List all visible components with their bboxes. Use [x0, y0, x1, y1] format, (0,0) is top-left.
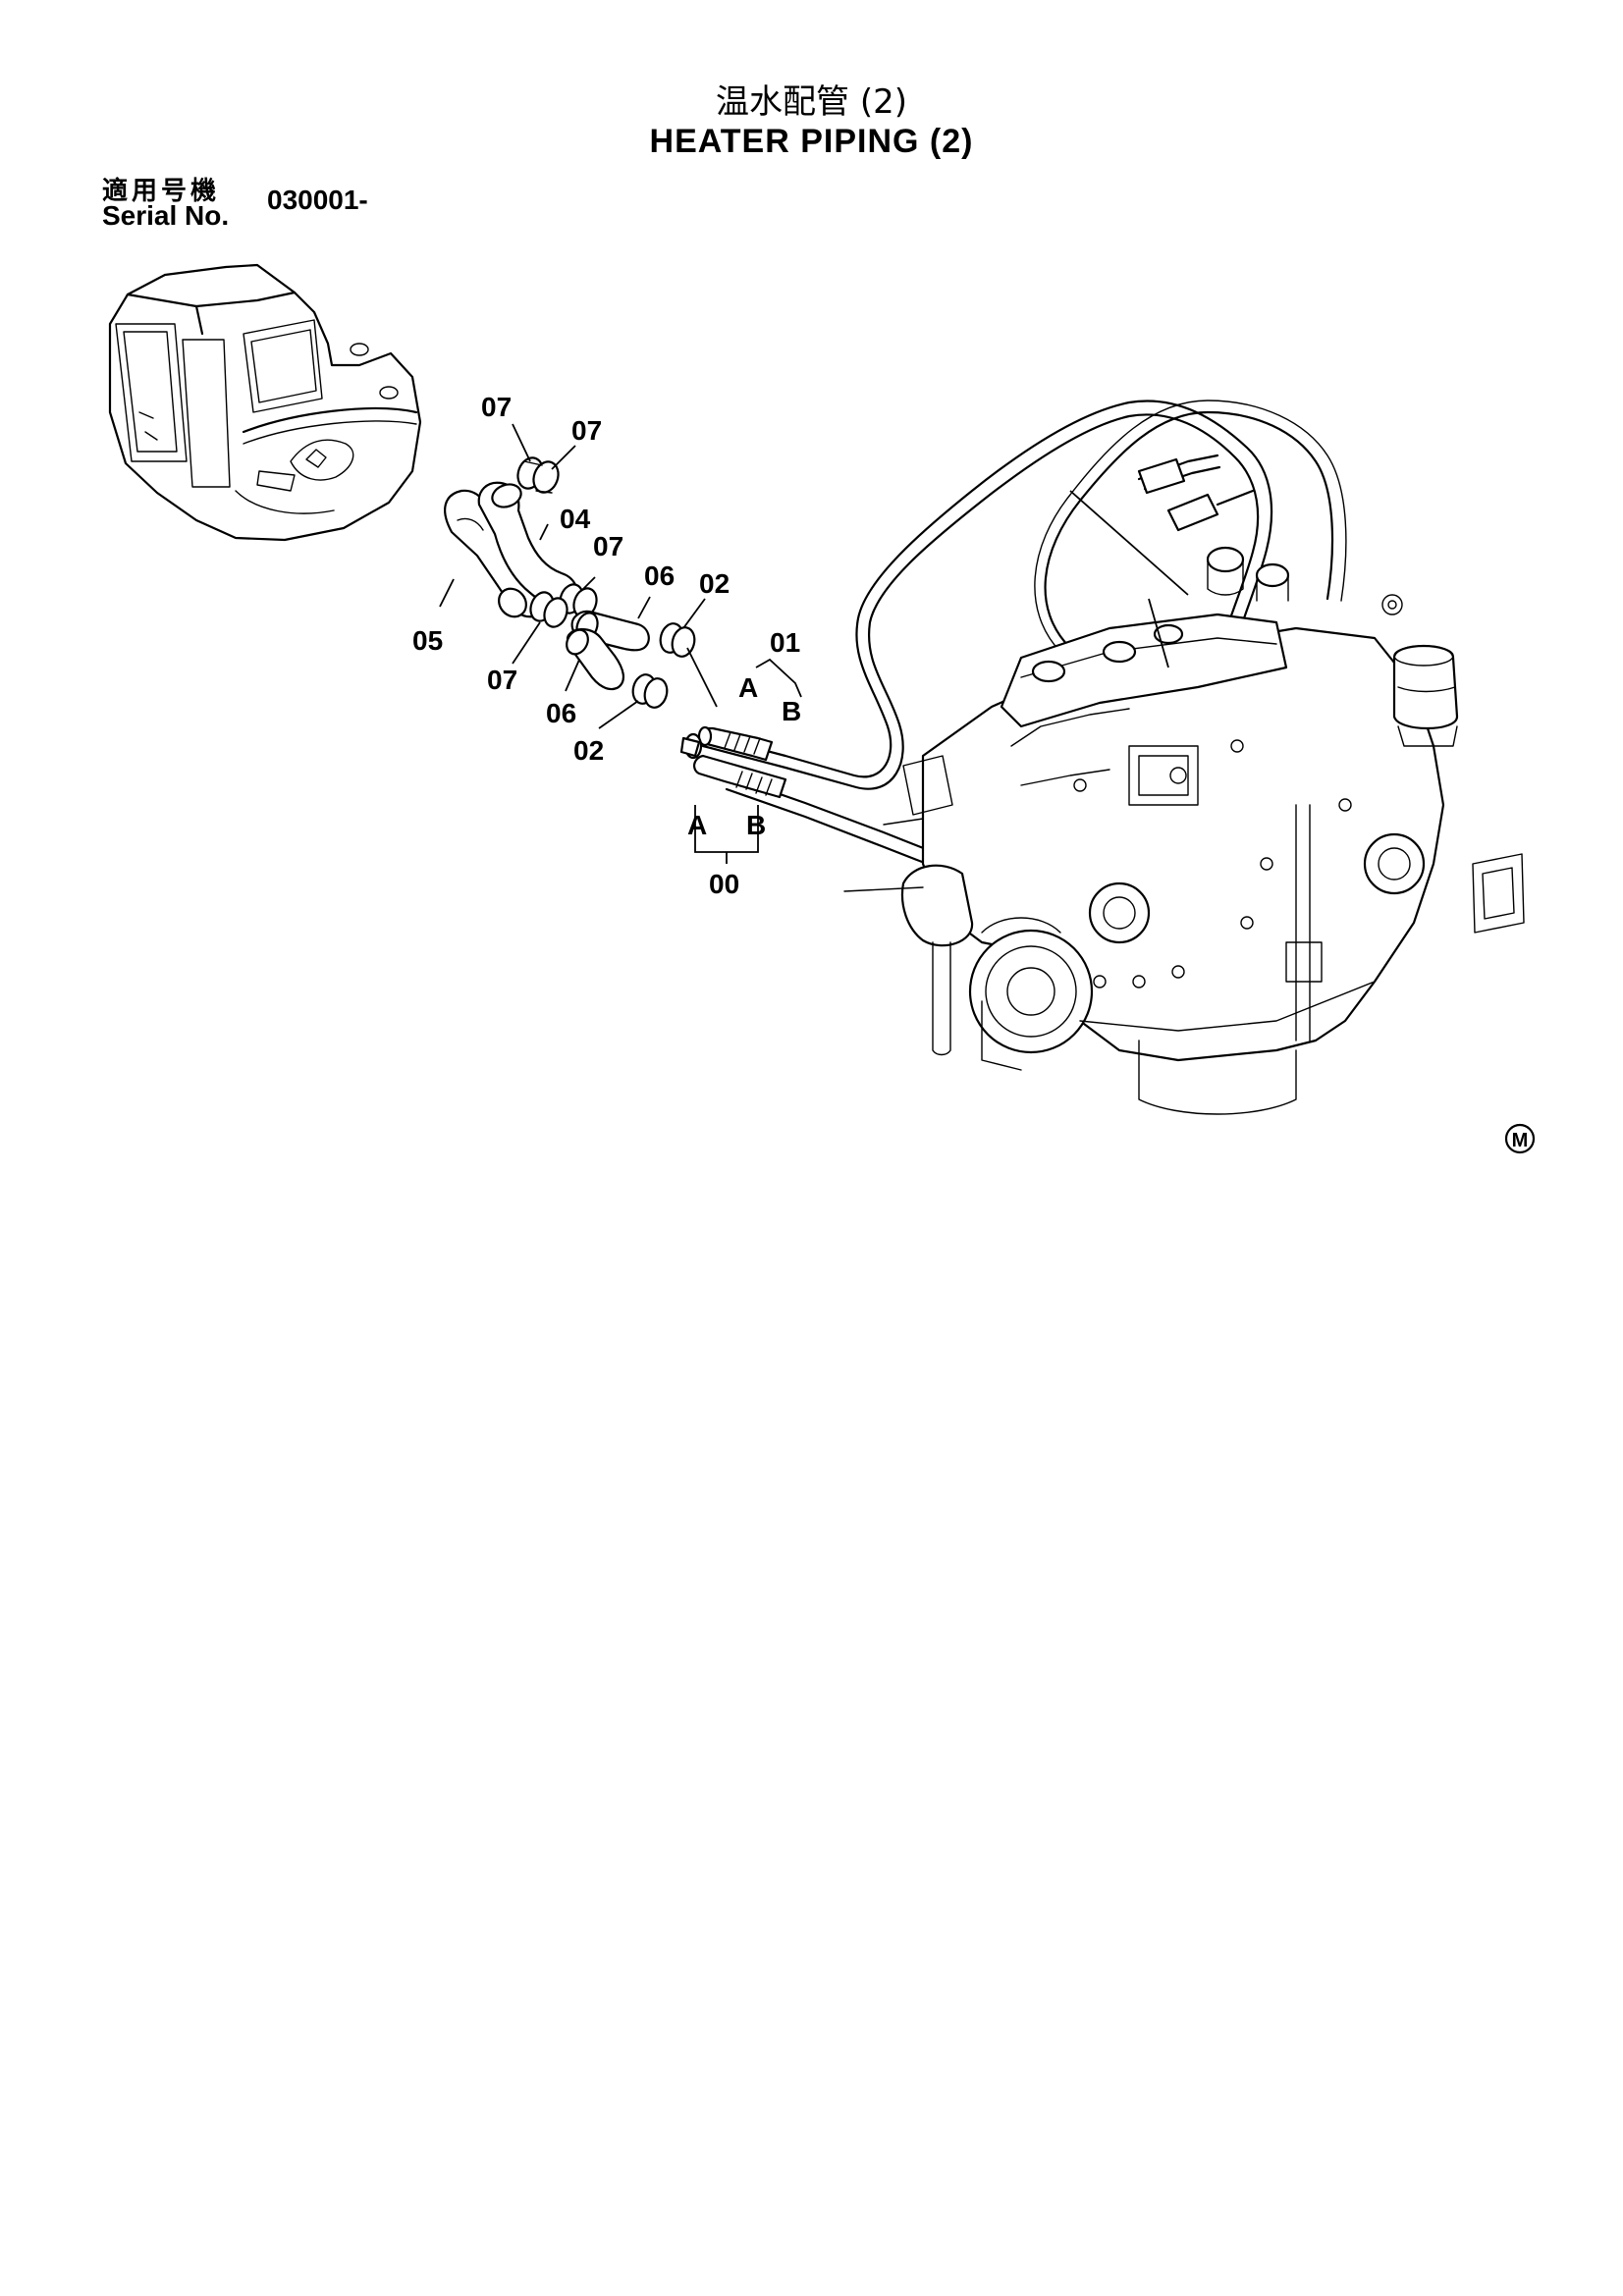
callout-07-b: 07: [571, 415, 602, 446]
callout-07-c: 07: [593, 531, 623, 561]
callout-00-b: B: [746, 810, 766, 840]
callout-02-a: 02: [699, 568, 730, 599]
engine-illustration: [843, 546, 1525, 1115]
parts-group: [444, 456, 696, 709]
clamp-02-lower: [631, 673, 669, 709]
leader-lines: [439, 423, 1189, 864]
callout-07-a: 07: [481, 392, 512, 422]
serial-label-english: Serial No.: [102, 200, 230, 231]
serial-number-value: 030001-: [267, 185, 368, 215]
callout-07-d: 07: [487, 665, 517, 695]
circled-m-mark: M: [1504, 1123, 1536, 1154]
hose-04: [477, 481, 578, 607]
callout-02-b: 02: [573, 735, 604, 766]
hose-06-lower: [566, 628, 624, 691]
page-title-english: HEATER PIPING (2): [649, 123, 974, 160]
clamp-02-upper: [659, 622, 696, 658]
callout-00: 00: [709, 869, 739, 899]
callout-00-a: A: [687, 810, 707, 840]
excavator-overview-illustration: [108, 263, 422, 542]
callout-04: 04: [560, 504, 591, 534]
circled-m-letter: M: [1512, 1130, 1529, 1151]
callout-01-b: B: [782, 696, 801, 726]
callout-01-a: A: [738, 672, 758, 703]
hose-end-fittings: [679, 725, 787, 799]
callout-01: 01: [770, 627, 800, 658]
serial-label-japanese: 適用号機: [102, 177, 221, 206]
clamp-07-lower: [529, 591, 568, 628]
page-title-japanese: 温水配管 (2): [716, 82, 907, 122]
callout-06-b: 06: [546, 698, 576, 728]
callout-06-a: 06: [644, 561, 675, 591]
callout-05: 05: [412, 625, 443, 656]
